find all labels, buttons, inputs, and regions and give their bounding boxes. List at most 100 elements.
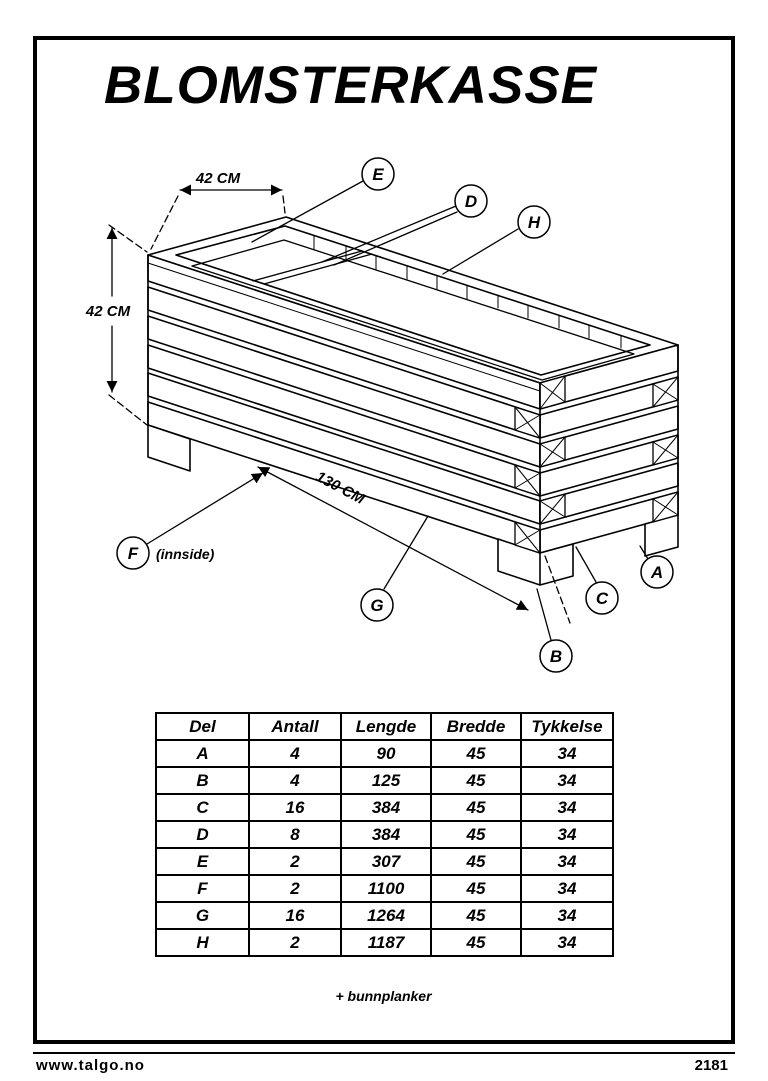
callout-letter-f: F — [128, 544, 139, 563]
table-cell: 2 — [248, 874, 342, 903]
footer-page-number: 2181 — [694, 1057, 728, 1074]
table-cell: 90 — [340, 739, 432, 768]
box-corner-edges — [147, 254, 679, 554]
leader-e — [251, 180, 364, 243]
leader-g — [383, 515, 429, 590]
column-header-del: Del — [155, 712, 250, 741]
table-cell: 34 — [520, 766, 614, 795]
box-top-opening — [175, 225, 651, 376]
dimension-top-width — [150, 184, 286, 250]
table-cell: 2 — [248, 928, 342, 957]
table-row: F 2 1100 45 34 — [155, 874, 614, 903]
leader-d — [321, 205, 458, 266]
front-rim-joint-line — [147, 262, 541, 392]
table-cell: 34 — [520, 820, 614, 849]
callout-note-innside: (innside) — [156, 546, 215, 562]
table-cell: 16 — [248, 901, 342, 930]
callout-circle-f — [116, 536, 150, 570]
table-row: G 16 1264 45 34 — [155, 901, 614, 930]
table-cell: 45 — [430, 901, 522, 930]
table-cell: 45 — [430, 928, 522, 957]
table-cell: 45 — [430, 766, 522, 795]
table-cell: 1187 — [340, 928, 432, 957]
planter-box — [147, 216, 679, 586]
table-cell: 34 — [520, 928, 614, 957]
callout-letter-a: A — [650, 563, 663, 582]
column-header-antall: Antall — [248, 712, 342, 741]
dim-height-label: 42 CM — [85, 303, 131, 320]
table-cell: B — [155, 766, 250, 795]
box-feet — [147, 424, 679, 586]
callout-letter-c: C — [596, 589, 609, 608]
table-cell: E — [155, 847, 250, 876]
callout-circle-d — [454, 184, 488, 218]
leader-a — [639, 545, 649, 560]
table-cell: 34 — [520, 847, 614, 876]
table-cell: 1100 — [340, 874, 432, 903]
table-cell: 307 — [340, 847, 432, 876]
footer-website: www.talgo.no — [36, 1057, 145, 1074]
box-inner-frame — [191, 239, 635, 381]
table-cell: 4 — [248, 766, 342, 795]
table-cell: 1264 — [340, 901, 432, 930]
table-cell: 34 — [520, 901, 614, 930]
column-header-bredde: Bredde — [430, 712, 522, 741]
table-cell: 384 — [340, 793, 432, 822]
table-cell: 34 — [520, 793, 614, 822]
table-cell: 45 — [430, 793, 522, 822]
table-cell: 2 — [248, 847, 342, 876]
table-row: D 8 384 45 34 — [155, 820, 614, 849]
table-cell: H — [155, 928, 250, 957]
table-row: H 2 1187 45 34 — [155, 928, 614, 957]
callout-circle-h — [517, 205, 551, 239]
table-cell: 125 — [340, 766, 432, 795]
column-header-tykkelse: Tykkelse — [520, 712, 614, 741]
callout-letter-d: D — [465, 192, 477, 211]
leader-b — [536, 588, 552, 641]
table-row: C 16 384 45 34 — [155, 793, 614, 822]
callout-letter-b: B — [550, 647, 562, 666]
table-cell: A — [155, 739, 250, 768]
leader-h — [442, 228, 519, 275]
callout-circle-g — [360, 588, 394, 622]
callout-letter-e: E — [372, 165, 384, 184]
leader-f — [146, 472, 264, 545]
box-divider-boards — [252, 250, 373, 285]
table-cell: 34 — [520, 739, 614, 768]
table-header-row: Del Antall Lengde Bredde Tykkelse — [155, 712, 614, 741]
dim-extension-lines — [544, 555, 571, 624]
dimension-height — [106, 224, 148, 426]
dim-top-width-label: 42 CM — [195, 170, 241, 187]
table-cell: 16 — [248, 793, 342, 822]
table-cell: G — [155, 901, 250, 930]
table-cell: 45 — [430, 820, 522, 849]
page-border-frame — [33, 36, 735, 1044]
leader-c — [575, 546, 597, 583]
callout-circle-b — [539, 639, 573, 673]
table-cell: C — [155, 793, 250, 822]
callout-circle-a — [640, 555, 674, 589]
table-cell: 45 — [430, 739, 522, 768]
table-cell: 384 — [340, 820, 432, 849]
table-cell: 34 — [520, 874, 614, 903]
table-cell: 4 — [248, 739, 342, 768]
dim-extension-lines — [150, 195, 286, 250]
callout-letter-g: G — [370, 596, 383, 615]
table-row: E 2 307 45 34 — [155, 847, 614, 876]
dimension-length — [257, 466, 571, 624]
page-title: BLOMSTERKASSE — [104, 56, 597, 115]
table-cell: F — [155, 874, 250, 903]
table-row: B 4 125 45 34 — [155, 766, 614, 795]
callout-circles — [116, 157, 674, 673]
dim-extension-lines — [108, 224, 148, 426]
callout-letter-h: H — [528, 213, 541, 232]
callout-leaders — [146, 180, 649, 641]
table-cell: 45 — [430, 847, 522, 876]
callout-circle-e — [361, 157, 395, 191]
dim-line — [257, 466, 529, 611]
column-header-lengde: Lengde — [340, 712, 432, 741]
parts-table: Del Antall Lengde Bredde Tykkelse A 4 90… — [155, 712, 614, 957]
footer-divider — [33, 1052, 735, 1054]
